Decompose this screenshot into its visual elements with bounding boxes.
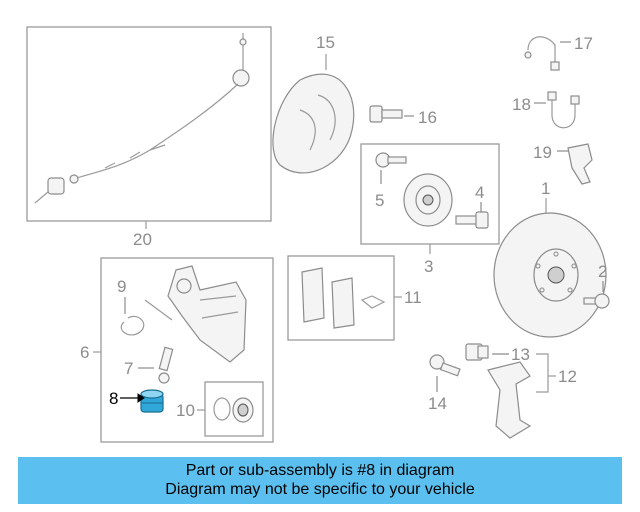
box-abs-sensor-cable [26,26,272,222]
callout-1: 1 [541,179,550,198]
brake-dust-shield-part[interactable] [272,73,355,174]
callout-6: 6 [80,343,89,362]
bolt-16-part[interactable] [369,105,403,123]
disc-screw-2-part[interactable] [583,293,610,309]
banner-line-1: Part or sub-assembly is #8 in diagram [185,462,455,479]
callout-14: 14 [428,394,447,413]
callout-17: 17 [574,34,593,53]
wear-sensor-17-part[interactable] [524,36,560,71]
brake-pads-part[interactable] [301,267,386,329]
bolt-14-part[interactable] [429,354,461,377]
callout-4: 4 [475,183,484,202]
leader-12 [536,353,549,393]
wear-sensor-18-part[interactable] [547,91,580,129]
callout-18: 18 [512,95,531,114]
parts-diagram: 20 15 16 17 18 19 5 [26,26,610,443]
callout-13: 13 [511,345,530,364]
box-brake-pads [287,255,395,341]
box-brake-caliper [100,257,274,443]
caliper-bracket-12-part[interactable] [487,361,532,439]
callout-3: 3 [424,257,433,276]
callout-10: 10 [176,401,195,420]
callout-8: 8 [109,389,118,408]
wheel-hub-part[interactable] [403,173,453,227]
banner-line-2: Diagram may not be specific to your vehi… [165,481,475,498]
abs-sensor-19-part[interactable] [567,143,593,185]
callout-20: 20 [133,230,152,249]
cap-8-part[interactable] [140,389,164,413]
info-banner: Part or sub-assembly is #8 in diagram Di… [18,457,622,504]
hub-bolt-4-part[interactable] [455,211,489,229]
callout-5: 5 [375,191,384,210]
callout-7: 7 [124,359,133,378]
hub-bolt-5-part[interactable] [375,152,407,168]
callout-11: 11 [404,288,422,307]
callout-2: 2 [598,262,607,281]
bushing-13-part[interactable] [465,343,489,361]
brake-disc-part[interactable] [493,212,607,338]
box-seal-kit [204,381,264,437]
brake-caliper-part[interactable] [167,265,247,363]
callout-19: 19 [533,143,552,162]
callout-12: 12 [558,367,577,386]
bleeder-valve-7-part[interactable] [158,346,174,384]
spring-9-part[interactable] [120,299,173,336]
arrow-8-head [137,393,145,403]
callout-9: 9 [117,277,126,296]
callout-16: 16 [418,108,437,127]
callout-15: 15 [316,33,335,52]
abs-sensor-cable-part[interactable] [34,33,250,204]
seal-kit-10-part[interactable] [213,397,254,423]
